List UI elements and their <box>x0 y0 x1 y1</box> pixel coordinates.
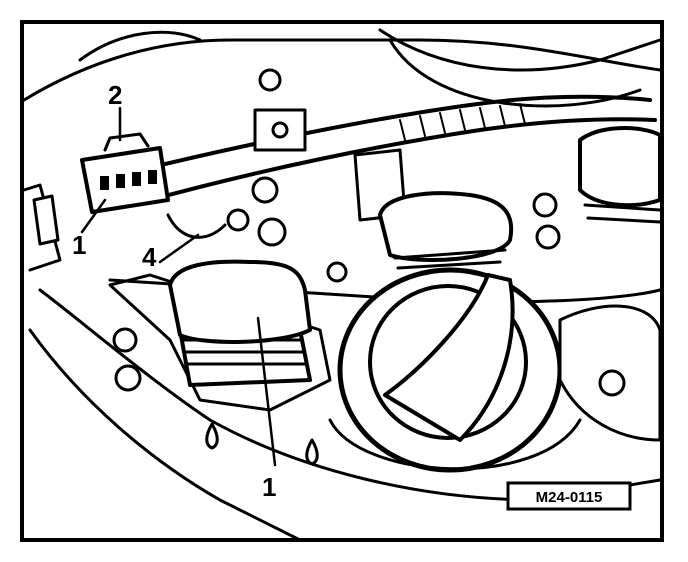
drop-left <box>205 422 219 450</box>
engine-illustration <box>22 28 662 542</box>
ignition-coil-front <box>168 259 312 387</box>
leader-lines <box>80 106 277 467</box>
coil-right-ribs <box>583 203 662 224</box>
upper-engine-contour <box>22 38 662 102</box>
bolt-e <box>114 364 142 392</box>
coil-front-cap <box>168 259 312 344</box>
filler-base <box>328 418 582 471</box>
connector-pin-1 <box>100 176 109 190</box>
left-clip <box>32 194 60 246</box>
leader-1-connector <box>80 198 107 234</box>
tank-top-right <box>378 28 662 72</box>
bolt-f <box>326 261 348 283</box>
bolt-h <box>535 224 561 250</box>
ignition-coil-middle <box>353 148 514 270</box>
harness-ribbing <box>399 103 526 141</box>
oil-filler-cap <box>328 267 582 473</box>
bracket-bolt-2 <box>271 121 289 139</box>
callout-2: 2 <box>108 80 122 110</box>
connector <box>80 132 170 214</box>
upper-cover-edge <box>78 30 202 62</box>
head-cover-outline <box>38 288 662 502</box>
drop-right <box>305 438 319 466</box>
head-cover-lower <box>28 328 302 542</box>
leader-4 <box>158 233 200 264</box>
bolt-c <box>226 208 250 232</box>
callout-1-connector: 1 <box>72 230 86 260</box>
bolt-i <box>598 369 626 397</box>
callout-1-coil: 1 <box>262 472 276 502</box>
bolt-d <box>112 327 138 353</box>
harness-bracket <box>253 108 307 152</box>
connector-pin-3 <box>132 172 141 186</box>
bolt-g <box>532 192 558 218</box>
callout-4: 4 <box>142 242 157 272</box>
connector-latch <box>103 132 150 152</box>
ignition-coil-right <box>578 126 662 224</box>
wiring-harness-upper <box>118 94 652 177</box>
wiring-harness-lower <box>148 117 657 202</box>
bolt-a <box>251 176 279 204</box>
connector-pin-2 <box>116 174 125 188</box>
figure-code: M24-0115 <box>536 489 603 506</box>
figure-code-box <box>506 481 632 511</box>
bracket-bolt <box>258 68 282 92</box>
bolt-b <box>257 217 287 247</box>
coil-mid-cap <box>378 191 514 262</box>
filler-cap-grip <box>383 273 515 442</box>
connector-pin-4 <box>148 170 157 184</box>
coil-right-cap <box>578 126 662 208</box>
leader-1-coil <box>256 316 277 467</box>
coil-mid-ribs <box>393 248 507 270</box>
